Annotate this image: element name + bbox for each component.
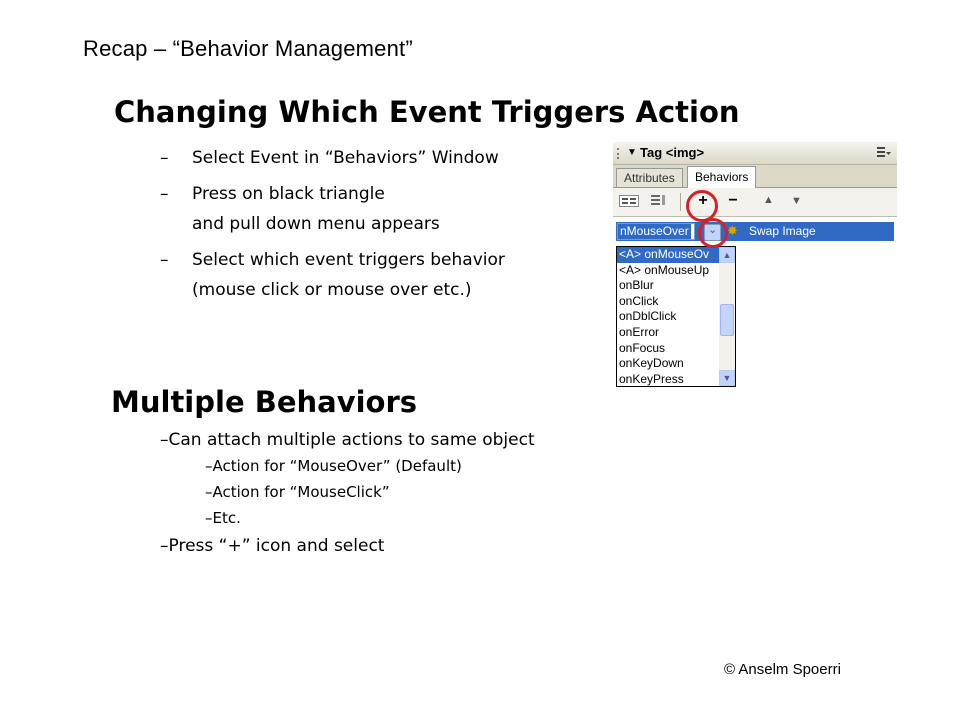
bullet-item: –Press “+” icon and select (160, 536, 385, 556)
remove-behavior-button[interactable]: − (728, 192, 738, 209)
event-select-value: nMouseOver (618, 224, 691, 239)
bullet-text-continued: (mouse click or mouse over etc.) (192, 280, 472, 300)
event-option[interactable]: onFocus (619, 340, 666, 355)
event-select[interactable]: nMouseOver (617, 223, 695, 240)
event-option[interactable]: onError (619, 324, 660, 339)
bullet-list-multiple-behaviors: –Can attach multiple actions to same obj… (160, 427, 760, 559)
event-dropdown-menu: <A> onMouseOv <A> onMouseUp onBlur onCli… (616, 246, 736, 387)
scroll-down-icon[interactable]: ▼ (719, 370, 735, 386)
panel-tabs: Attributes Behaviors (613, 165, 897, 188)
bullet-list-changing-event: – Select Event in “Behaviors” Window – P… (160, 143, 590, 311)
highlight-circle-dropdown (698, 218, 728, 248)
event-option[interactable]: onClick (619, 293, 659, 308)
grip-icon[interactable] (617, 148, 621, 159)
show-all-events-icon[interactable] (649, 195, 669, 207)
tab-attributes[interactable]: Attributes (616, 168, 683, 187)
event-option[interactable]: <A> onMouseUp (619, 262, 710, 277)
move-up-icon[interactable]: ▲ (763, 194, 774, 206)
action-label: Swap Image (749, 224, 816, 238)
bullet-item: – Select which event triggers behavior (… (160, 245, 590, 305)
event-option[interactable]: onKeyPress (619, 371, 684, 386)
options-menu-icon[interactable] (877, 147, 891, 157)
show-set-events-icon[interactable] (619, 195, 639, 207)
sub-bullet-item: –Action for “MouseOver” (Default) (205, 457, 462, 475)
toolbar-separator (680, 193, 681, 211)
scroll-thumb[interactable] (720, 304, 734, 336)
bullet-text: Select which event triggers behavior (192, 250, 505, 270)
panel-header: ▼ Tag <img> (613, 142, 897, 165)
event-option[interactable]: <A> onMouseOv (617, 247, 719, 263)
bullet-dash: – (160, 148, 169, 168)
recap-title: Recap – “Behavior Management” (83, 36, 413, 61)
section-heading-multiple-behaviors: Multiple Behaviors (111, 385, 418, 419)
bullet-dash: – (160, 250, 169, 270)
bullet-text: Press on black triangle (192, 184, 385, 204)
move-down-icon[interactable]: ▼ (791, 195, 802, 207)
sub-bullet-item: –Action for “MouseClick” (205, 483, 390, 501)
copyright-footer: © Anselm Spoerri (724, 661, 841, 678)
section-heading-changing-event: Changing Which Event Triggers Action (114, 95, 740, 129)
event-option[interactable]: onBlur (619, 278, 654, 293)
bullet-item: – Select Event in “Behaviors” Window (160, 143, 590, 173)
collapse-triangle-icon[interactable]: ▼ (627, 147, 637, 158)
action-gear-icon: ✸ (727, 223, 738, 238)
bullet-item: –Can attach multiple actions to same obj… (160, 430, 535, 450)
bullet-text-continued: and pull down menu appears (192, 214, 440, 234)
dropdown-scrollbar[interactable]: ▲ ▼ (719, 247, 735, 386)
event-options: <A> onMouseOv <A> onMouseUp onBlur onCli… (617, 247, 719, 386)
bullet-dash: – (160, 184, 169, 204)
highlight-circle-add (686, 190, 718, 222)
sub-bullet-item: –Etc. (205, 509, 241, 527)
bullet-item: – Press on black triangle and pull down … (160, 179, 590, 239)
tab-behaviors[interactable]: Behaviors (687, 166, 757, 188)
bullet-text: Select Event in “Behaviors” Window (192, 148, 499, 168)
panel-title: Tag <img> (640, 145, 705, 160)
event-option[interactable]: onDblClick (619, 309, 677, 324)
event-option[interactable]: onKeyDown (619, 356, 684, 371)
behaviors-toolbar: + − ▲ ▼ (613, 188, 897, 217)
scroll-up-icon[interactable]: ▲ (719, 247, 735, 263)
behaviors-panel: ▼ Tag <img> Attributes Behaviors + − ▲ ▼… (613, 142, 897, 389)
